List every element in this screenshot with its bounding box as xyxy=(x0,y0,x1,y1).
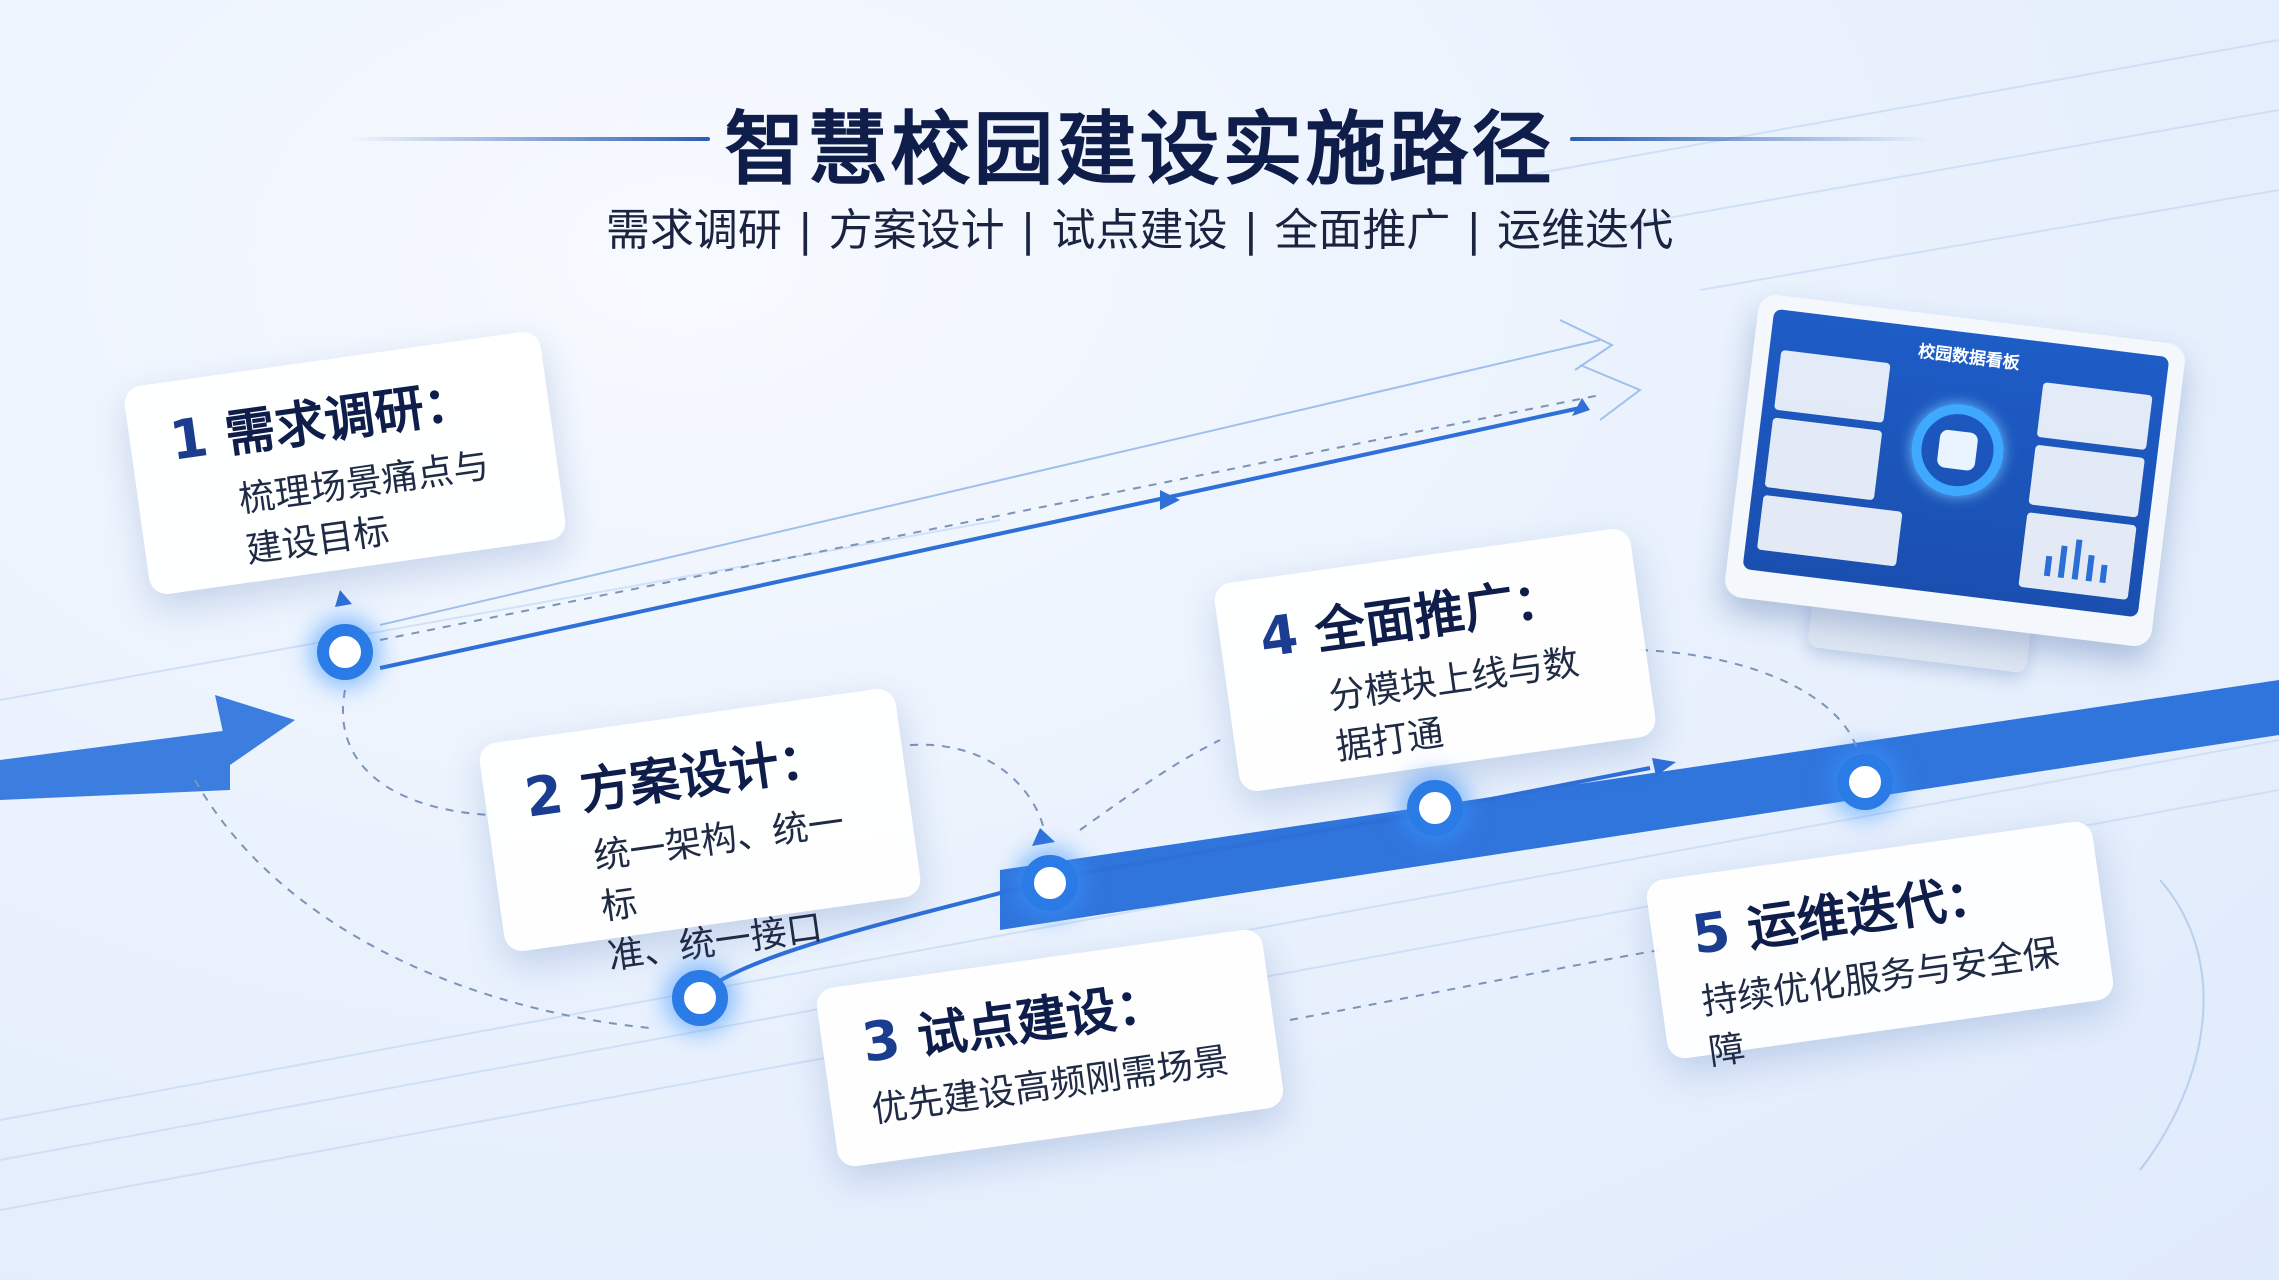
step-node-5 xyxy=(1837,754,1893,810)
page-title: 智慧校园建设实施路径 xyxy=(724,103,1555,196)
dashboard-monitor: 校园数据看板 xyxy=(1723,292,2187,649)
subtitle-item: 需求调研 xyxy=(605,205,782,256)
subtitle-separator: | xyxy=(797,205,813,256)
screen-ring-icon xyxy=(1936,428,1979,472)
subtitle-item: 试点建设 xyxy=(1051,205,1228,256)
step-number: 1 xyxy=(165,405,212,473)
subtitle-item: 方案设计 xyxy=(828,205,1005,256)
step-node-4 xyxy=(1407,780,1463,836)
step-number: 2 xyxy=(520,762,567,830)
main-arrow-band xyxy=(0,730,230,800)
step-node-3 xyxy=(672,970,728,1026)
subtitle-item: 全面推广 xyxy=(1274,205,1451,256)
title-right-rule xyxy=(1570,137,1930,141)
monitor-screen: 校园数据看板 xyxy=(1742,308,2170,618)
subtitle: 需求调研 | 方案设计 | 试点建设 | 全面推广 | 运维迭代 xyxy=(0,194,2279,258)
step-number: 4 xyxy=(1255,602,1302,670)
step-number: 3 xyxy=(858,1007,905,1075)
subtitle-separator: | xyxy=(1020,205,1036,256)
step-node-1 xyxy=(317,624,373,680)
screen-panel xyxy=(1756,494,1903,567)
subtitle-item: 运维迭代 xyxy=(1497,205,1674,256)
main-arrow-head xyxy=(215,695,295,765)
step-node-2 xyxy=(1022,855,1078,911)
subtitle-separator: | xyxy=(1243,205,1259,256)
step-number: 5 xyxy=(1688,899,1735,967)
title-left-rule xyxy=(350,137,710,141)
subtitle-separator: | xyxy=(1466,205,1482,256)
screen-panel xyxy=(1764,417,1883,501)
screen-panel xyxy=(2028,444,2145,518)
screen-panel xyxy=(2036,382,2153,451)
screen-panel xyxy=(1774,349,1891,423)
lower-band xyxy=(1000,680,2279,930)
